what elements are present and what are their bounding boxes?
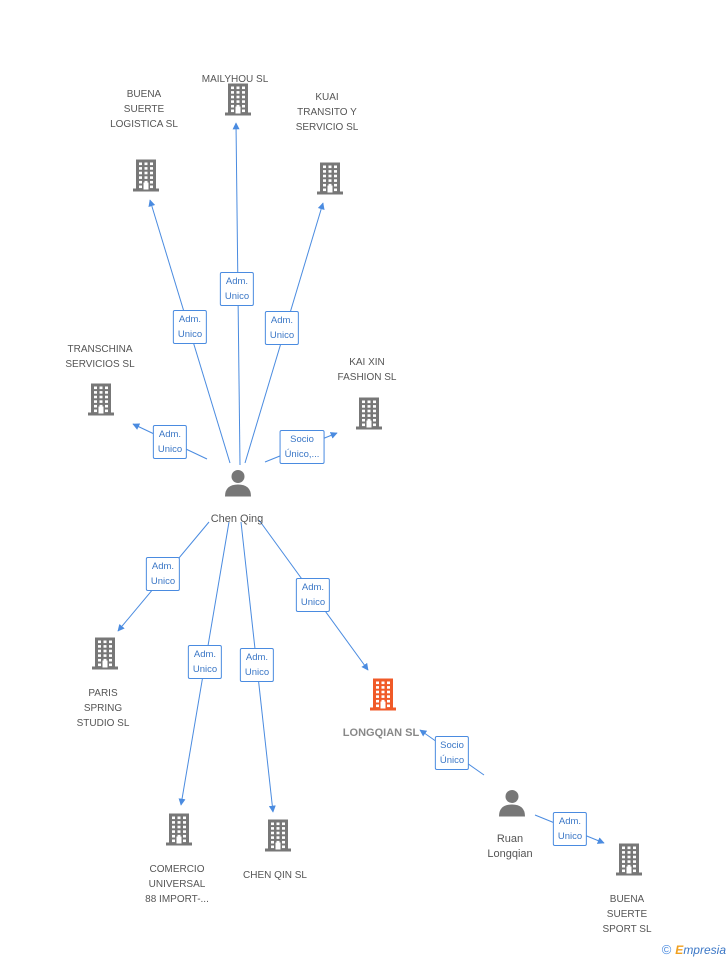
edge-role-label: Adm. Unico	[187, 645, 223, 679]
edge-role-label: Adm. Unico	[295, 578, 331, 612]
edge-role-label: Adm. Unico	[552, 812, 588, 846]
company-name[interactable]: COMERCIO UNIVERSAL 88 IMPORT-...	[145, 864, 209, 905]
company-name[interactable]: LONGQIAN SL	[342, 727, 420, 739]
company-name[interactable]: MAILYHOU SL	[201, 74, 269, 85]
edge-role-label: Socio Único	[434, 736, 470, 770]
person-name[interactable]: Ruan Longqian	[487, 833, 533, 860]
person-name[interactable]: Chen Qing	[210, 513, 264, 525]
company-icon[interactable]	[88, 383, 114, 422]
edge-role-label: Adm. Unico	[172, 310, 208, 344]
person-icon[interactable]	[224, 469, 252, 502]
edge-role-label: Adm. Unico	[152, 425, 188, 459]
edge-role-label: Adm. Unico	[145, 557, 181, 591]
company-name[interactable]: PARIS SPRING STUDIO SL	[76, 688, 130, 729]
company-icon[interactable]	[166, 813, 192, 852]
company-icon[interactable]	[133, 159, 159, 198]
company-name[interactable]: KAI XIN FASHION SL	[337, 357, 397, 383]
company-icon[interactable]	[92, 637, 118, 676]
footer: ©Empresia	[662, 942, 726, 957]
focus-company-icon[interactable]	[370, 678, 396, 717]
person-icon[interactable]	[498, 789, 526, 822]
company-icon[interactable]	[265, 819, 291, 858]
company-icon[interactable]	[317, 162, 343, 201]
edge-role-label: Socio Único,...	[279, 430, 325, 464]
company-icon[interactable]	[225, 83, 251, 122]
edge-role-label: Adm. Unico	[264, 311, 300, 345]
edge-role-label: Adm. Unico	[219, 272, 255, 306]
company-icon[interactable]	[616, 843, 642, 882]
copyright-icon: ©	[661, 942, 672, 957]
company-name[interactable]: CHEN QIN SL	[243, 870, 307, 881]
edge-role-label: Adm. Unico	[239, 648, 275, 682]
company-name[interactable]: BUENA SUERTE LOGISTICA SL	[110, 89, 178, 130]
brand-logo: Empresia	[675, 943, 726, 957]
company-icon[interactable]	[356, 397, 382, 436]
company-name[interactable]: TRANSCHINA SERVICIOS SL	[65, 344, 135, 370]
company-name[interactable]: KUAI TRANSITO Y SERVICIO SL	[295, 92, 359, 133]
company-name[interactable]: BUENA SUERTE SPORT SL	[602, 894, 652, 935]
